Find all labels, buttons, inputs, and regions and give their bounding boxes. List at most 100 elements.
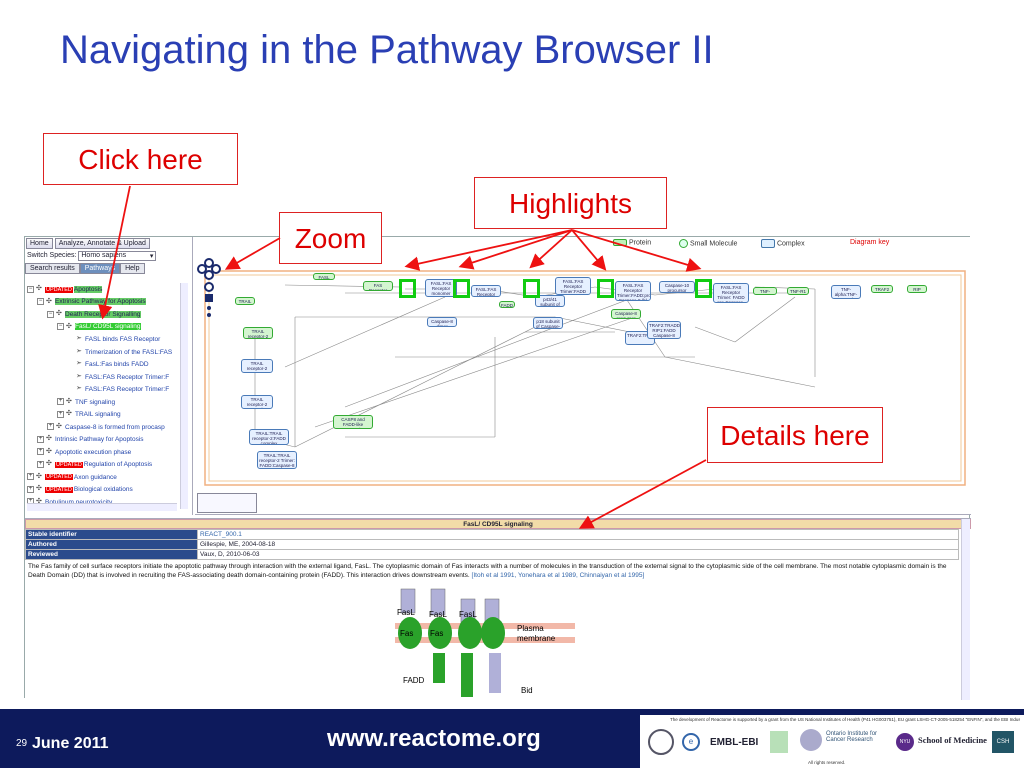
- tree-node[interactable]: −✣Extrinsic Pathway for Apoptosis: [27, 296, 177, 309]
- expand-icon[interactable]: +: [37, 448, 44, 456]
- expand-icon[interactable]: +: [57, 410, 64, 418]
- tree-node-label[interactable]: Axon guidance: [73, 473, 117, 481]
- diagram-node[interactable]: Caspase-8 dimer: [427, 317, 457, 327]
- tab-help[interactable]: Help: [120, 263, 145, 274]
- diagram-node[interactable]: TNF-alpha: [753, 287, 777, 295]
- tree-node[interactable]: −✣Death Receptor Signalling: [27, 308, 177, 321]
- references-links[interactable]: [Itoh et al 1991, Yonehara et al 1989, C…: [471, 572, 645, 579]
- diagram-node[interactable]: TRAF2:TRADD RIP1:FADD Caspase-8 Complex: [647, 321, 681, 339]
- tree-node-label[interactable]: TNF signaling: [75, 398, 116, 406]
- diagram-node[interactable]: FAS Receptor: [363, 281, 393, 291]
- diagram-node[interactable]: TRAIL:TRAIL receptor-2:FADD complex: [249, 429, 289, 445]
- diagram-overview-thumbnail[interactable]: [197, 493, 257, 513]
- pathway-icon: ✣: [36, 497, 42, 505]
- tree-node[interactable]: ➣FASL:FAS Receptor Trimer:F: [27, 371, 177, 384]
- collapse-icon[interactable]: −: [47, 310, 54, 318]
- tree-node-label[interactable]: FasL/ CD95L signaling: [75, 323, 141, 331]
- reaction-icon: ➣: [76, 347, 82, 355]
- tree-node[interactable]: ➣FASL:FAS Receptor Trimer:F: [27, 383, 177, 396]
- tree-node[interactable]: +✣Apoptotic execution phase: [27, 446, 177, 459]
- tab-search-results[interactable]: Search results: [25, 263, 80, 274]
- expand-icon[interactable]: +: [37, 435, 44, 443]
- diagram-node[interactable]: CASP8 and FADD-like apoptosis regulator …: [333, 415, 373, 429]
- tree-node[interactable]: +✣TRAIL signaling: [27, 408, 177, 421]
- diagram-node[interactable]: TRAIL receptor-2 TRAIL complex: [241, 359, 273, 373]
- tree-node[interactable]: +✣Intrinsic Pathway for Apoptosis: [27, 433, 177, 446]
- collapse-icon[interactable]: −: [37, 298, 44, 306]
- pathway-diagram[interactable]: Protein Small Molecule Complex Diagram k…: [195, 237, 971, 515]
- diagram-node[interactable]: FASL:FAS Receptor monomer: [425, 279, 457, 297]
- tree-node[interactable]: +✣TNF signaling: [27, 396, 177, 409]
- tree-node-label[interactable]: Botulinum neurotoxicity: [45, 498, 113, 506]
- tree-node-label[interactable]: FasL:Fas binds FADD: [85, 360, 149, 368]
- diagram-node[interactable]: TRAIL: [235, 297, 255, 305]
- expand-icon[interactable]: +: [27, 485, 34, 493]
- tree-node-label[interactable]: FASL binds FAS Receptor: [85, 335, 161, 343]
- tree-node[interactable]: +✣Caspase-8 is formed from procasp: [27, 421, 177, 434]
- highlighted-reaction[interactable]: [399, 279, 416, 298]
- tree-node[interactable]: ➣FasL:Fas binds FADD: [27, 358, 177, 371]
- tree-node-label[interactable]: Apoptotic execution phase: [55, 448, 132, 456]
- tree-node-label[interactable]: Apoptosis: [73, 285, 103, 293]
- stable-identifier-link[interactable]: REACT_900.1: [197, 529, 959, 540]
- diagram-node[interactable]: TRAIL receptor-2: [243, 327, 273, 339]
- home-button[interactable]: Home: [26, 238, 53, 249]
- details-vertical-scrollbar[interactable]: [961, 519, 970, 700]
- footer-url[interactable]: www.reactome.org: [327, 725, 541, 752]
- highlighted-reaction[interactable]: [453, 279, 470, 298]
- expand-icon[interactable]: +: [37, 460, 44, 468]
- diagram-node[interactable]: FASL:FAS Receptor Trimer:FADD:pro-Caspas…: [615, 281, 651, 301]
- highlighted-reaction[interactable]: [523, 279, 540, 298]
- highlighted-reaction[interactable]: [597, 279, 614, 298]
- analyze-button[interactable]: Analyze, Annotate & Upload: [54, 238, 150, 249]
- expand-icon[interactable]: +: [57, 398, 64, 406]
- diagram-node[interactable]: FASL:FAS Receptor Trimer:FADD complex: [555, 277, 591, 295]
- tab-pathways[interactable]: Pathways: [79, 263, 121, 274]
- diagram-node[interactable]: TRAF2: [871, 285, 893, 293]
- tree-vertical-scrollbar[interactable]: [180, 283, 188, 509]
- tree-node-label[interactable]: Extrinsic Pathway for Apoptosis: [55, 298, 146, 306]
- zoom-controls[interactable]: [197, 257, 221, 319]
- diagram-node[interactable]: FASL:FAS Receptor Trimer: [471, 285, 501, 297]
- legend-small-molecule-label: Small Molecule: [689, 240, 738, 248]
- tree-horizontal-scrollbar[interactable]: [27, 503, 177, 511]
- diagram-node[interactable]: TRAIL receptor-2 TRAIL Trimer: [241, 395, 273, 409]
- tree-node-label[interactable]: TRAIL signaling: [75, 410, 121, 418]
- highlights-callout: Highlights: [474, 177, 667, 229]
- diagram-node[interactable]: FADD: [499, 301, 515, 308]
- diagram-node[interactable]: Caspase-8 procursor: [611, 309, 641, 319]
- tree-node-label[interactable]: Death Receptor Signalling: [65, 310, 141, 318]
- expand-icon[interactable]: +: [27, 473, 34, 481]
- tree-node[interactable]: −✣FasL/ CD95L signaling: [27, 321, 177, 334]
- diagram-node[interactable]: p18 subunit of Caspase-8: [533, 317, 563, 329]
- diagram-node[interactable]: TNF-alpha:TNF-R1 complex: [831, 285, 861, 299]
- diagram-node[interactable]: TRAIL:TRAIL receptor-2 Trimer: FADD:Casp…: [257, 451, 297, 469]
- collapse-icon[interactable]: −: [27, 285, 34, 293]
- tree-node-label[interactable]: Caspase-8 is formed from procasp: [65, 423, 165, 431]
- diagram-key-link[interactable]: Diagram key: [850, 239, 890, 246]
- diagram-node[interactable]: Caspase-10 procursor: [659, 281, 695, 293]
- diagram-node[interactable]: p43/41 subunit of Caspase-8: [535, 295, 565, 307]
- tree-node-label[interactable]: Intrinsic Pathway for Apoptosis: [55, 435, 144, 443]
- diagram-node[interactable]: FASL: [313, 273, 335, 280]
- oicr-logo: Ontario Institute for Cancer Research: [826, 731, 878, 743]
- collapse-icon[interactable]: −: [57, 323, 64, 331]
- tree-node-label[interactable]: Biological oxidations: [73, 485, 133, 493]
- diagram-node[interactable]: TNF-R1: [787, 287, 809, 295]
- tree-node[interactable]: ➣FASL binds FAS Receptor: [27, 333, 177, 346]
- highlighted-reaction[interactable]: [695, 279, 712, 298]
- diagram-node[interactable]: RIP: [907, 285, 927, 293]
- species-select[interactable]: Homo sapiens ▾: [78, 251, 157, 261]
- tree-node-label[interactable]: Trimerization of the FASL:FAS: [85, 348, 173, 356]
- tree-node-label[interactable]: Regulation of Apoptosis: [83, 460, 153, 468]
- tree-node-label[interactable]: FASL:FAS Receptor Trimer:F: [85, 373, 170, 381]
- tree-node[interactable]: ➣Trimerization of the FASL:FAS: [27, 346, 177, 359]
- tree-node-label[interactable]: FASL:FAS Receptor Trimer:F: [85, 385, 170, 393]
- diagram-node[interactable]: FASL:FAS Receptor Trimer: FADD pro-Caspa…: [713, 283, 749, 303]
- expand-icon[interactable]: +: [47, 423, 54, 431]
